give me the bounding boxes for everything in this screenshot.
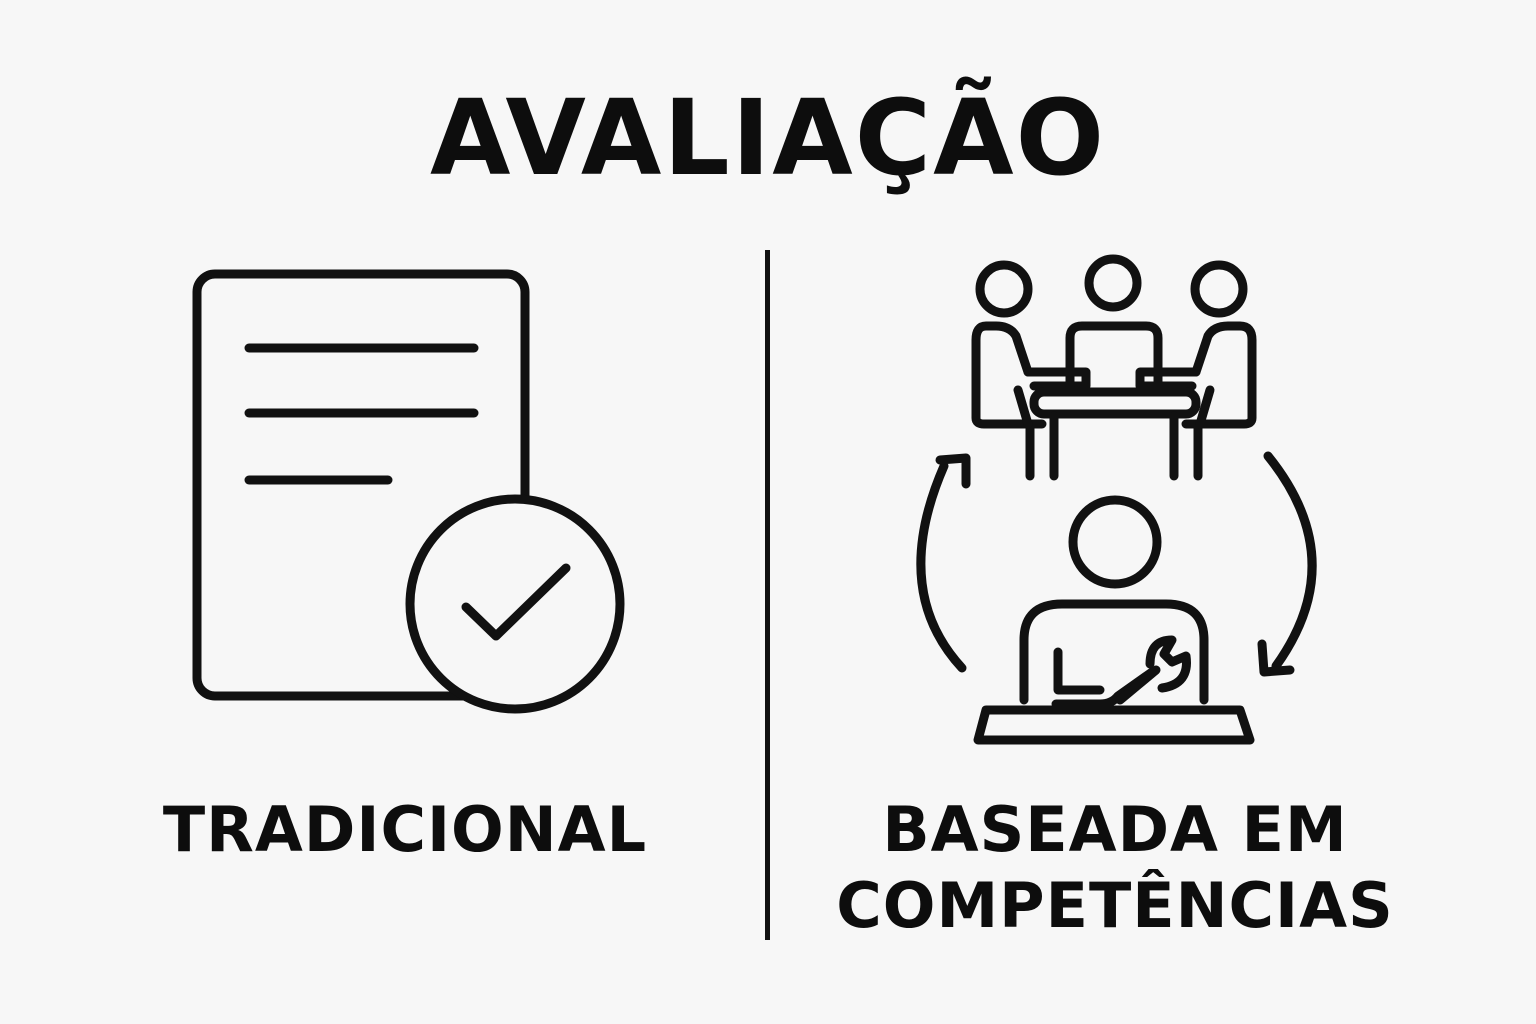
label-competency-line1: BASEADA EM [882,793,1348,866]
page-title: AVALIAÇÃO [429,77,1107,199]
meeting-people-icon [971,254,1257,481]
label-competency-line2: COMPETÊNCIAS [836,869,1394,942]
label-competency-based: BASEADA EM COMPETÊNCIAS [800,792,1430,944]
worker-with-wrench-icon [973,495,1255,745]
cycle-arrows-icon [916,451,1317,677]
label-traditional: TRADICIONAL [162,793,648,866]
document-icon [192,269,530,701]
center-divider [765,250,770,940]
check-circle-icon [405,494,625,714]
